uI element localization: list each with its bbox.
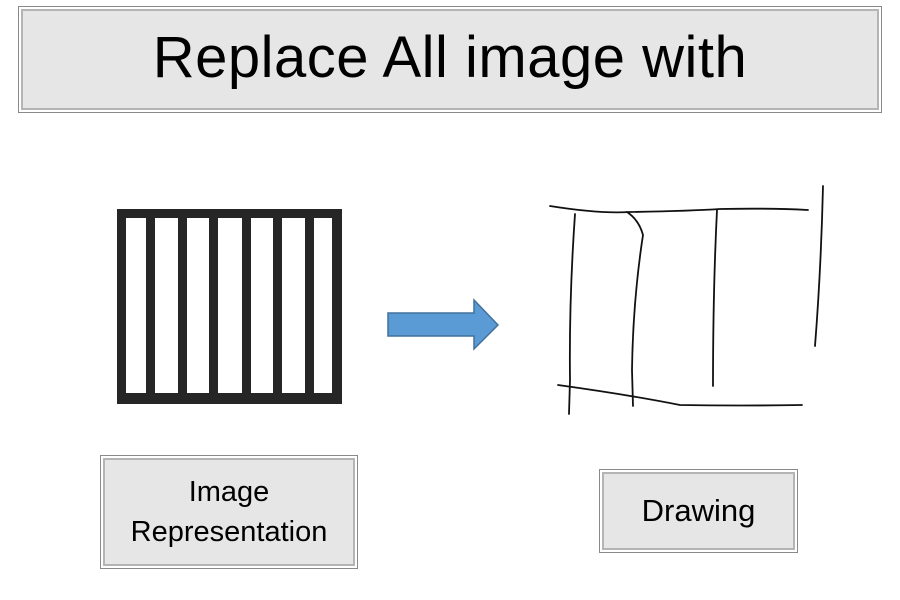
sketch-right-line: [712, 209, 718, 387]
drawing-text: Drawing: [641, 493, 756, 528]
sketch-left-line: [568, 213, 576, 415]
title-text: Replace All image with: [152, 24, 748, 90]
icon-gap: [155, 218, 178, 393]
title-banner: Replace All image with: [18, 6, 882, 113]
sketch-bottom-line: [557, 384, 803, 407]
sketch-middle-line: [626, 211, 644, 407]
sketch-top-line: [549, 205, 809, 214]
icon-gap: [126, 218, 146, 393]
drawing-label: Drawing: [599, 469, 798, 553]
barred-image-icon: [117, 209, 342, 404]
right-arrow-icon: [387, 298, 500, 351]
icon-gap: [282, 218, 305, 393]
hand-drawn-sketch: [549, 185, 824, 415]
icon-gap: [251, 218, 273, 393]
icon-gap: [218, 218, 242, 393]
icon-gap: [187, 218, 209, 393]
image-representation-label: Image Representation: [100, 455, 358, 569]
icon-gap: [314, 218, 332, 393]
sketch-far-right-line: [814, 185, 824, 347]
image-representation-text: Image Representation: [130, 476, 328, 548]
